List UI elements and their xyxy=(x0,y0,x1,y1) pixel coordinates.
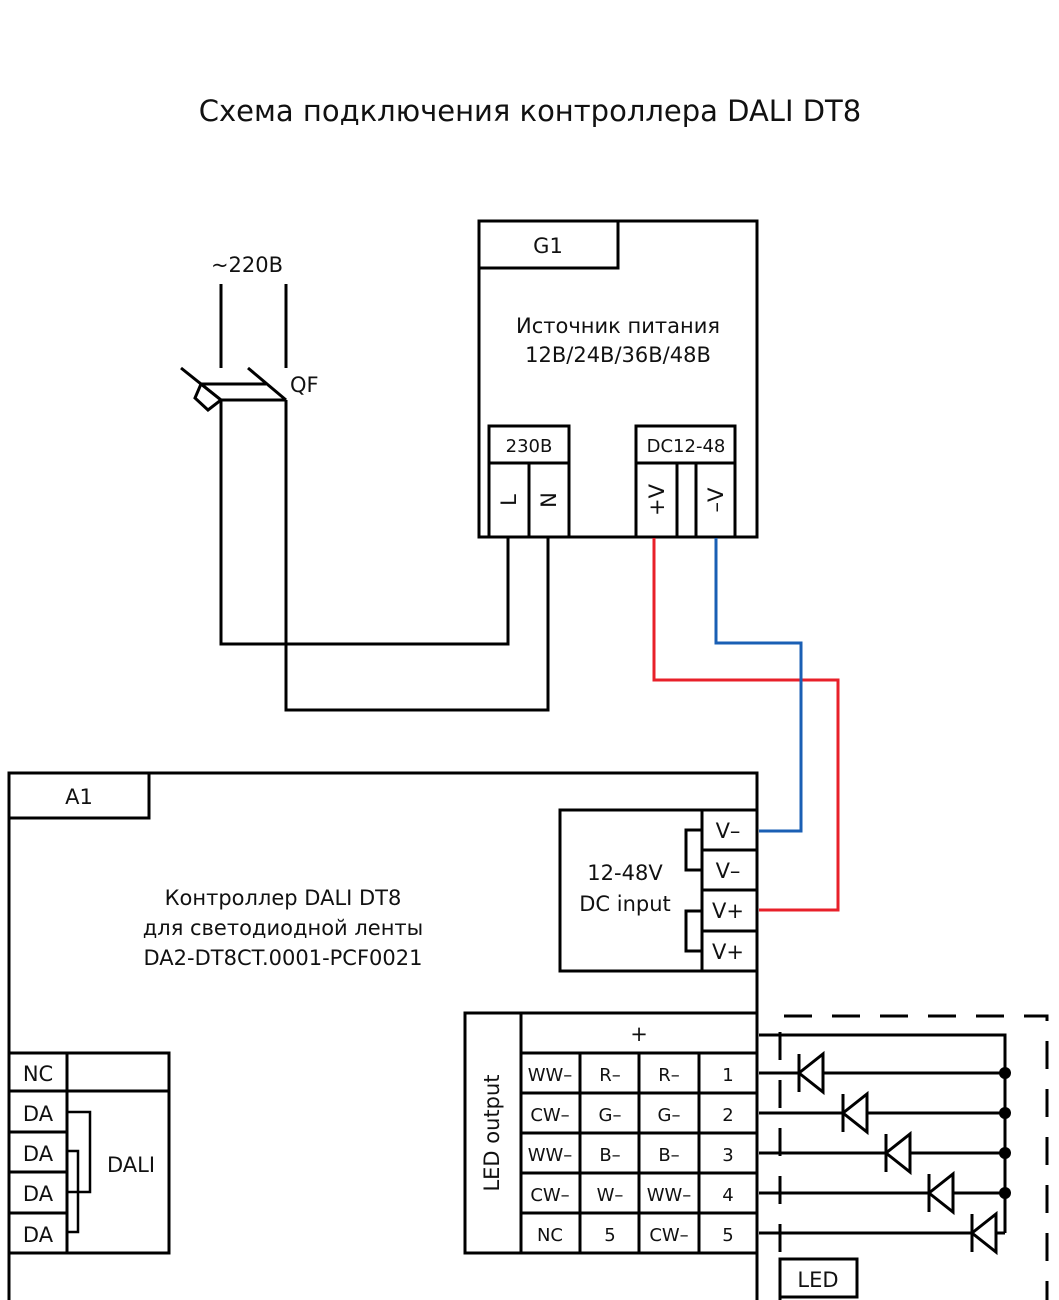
diode-icon xyxy=(840,1090,869,1136)
psu-designator: G1 xyxy=(533,234,563,258)
led-output-cell: CW– xyxy=(530,1185,569,1206)
mains-voltage-label: ~220В xyxy=(211,253,283,277)
dali-label: DALI xyxy=(107,1153,155,1177)
dali-terminal-da-3: DA xyxy=(23,1182,54,1206)
controller-a1: A1 Контроллер DALI DT8 для светодиодной … xyxy=(7,771,759,1300)
psu-ac-block-label: 230В xyxy=(506,436,553,457)
led-output-cell: WW– xyxy=(647,1185,692,1206)
controller-description-line2: для светодиодной ленты xyxy=(143,916,424,940)
dc-input-label-line2: DC input xyxy=(579,892,671,916)
dc-input-terminal-4: V+ xyxy=(712,940,744,964)
dc-input-terminal-3: V+ xyxy=(712,899,744,923)
wire-negative xyxy=(714,538,803,833)
led-load-label: LED xyxy=(797,1268,838,1292)
led-output-cell: 1 xyxy=(722,1065,733,1086)
led-output-cell: 4 xyxy=(722,1185,733,1206)
dc-input-label-line1: 12-48V xyxy=(587,861,663,885)
psu-description-line2: 12В/24В/36В/48В xyxy=(525,343,711,367)
psu-terminal-l: L xyxy=(497,494,521,506)
controller-description-line3: DA2-DT8CT.0001-PCF0021 xyxy=(143,946,422,970)
psu-dc-terminal-block xyxy=(634,424,737,539)
diode-icon xyxy=(926,1170,955,1216)
led-output-cell: B– xyxy=(658,1145,679,1166)
led-output-cell: R– xyxy=(658,1065,680,1086)
led-output-cell: 5 xyxy=(604,1225,615,1246)
led-channel-4 xyxy=(759,1170,1011,1216)
led-output-cell: WW– xyxy=(528,1145,573,1166)
led-load-boundary xyxy=(778,1014,1049,1300)
wire-positive xyxy=(652,538,840,912)
dc-input-terminal-2: V– xyxy=(716,859,741,883)
controller-description-line1: Контроллер DALI DT8 xyxy=(165,886,402,910)
led-channel-2 xyxy=(759,1090,1011,1136)
controller-designator-box xyxy=(7,771,151,820)
led-common-bus xyxy=(759,1033,1007,1233)
led-output-cell: W– xyxy=(597,1185,624,1206)
psu-dc-block-label: DC12-48 xyxy=(647,436,726,457)
led-load: LED xyxy=(759,1014,1049,1300)
led-label-box xyxy=(778,1257,859,1299)
junction-dot xyxy=(999,1067,1011,1079)
led-output-cell: NC xyxy=(537,1225,563,1246)
led-channel-5 xyxy=(759,1210,1005,1256)
led-output-cell: 2 xyxy=(722,1105,733,1126)
dali-terminal-da-2: DA xyxy=(23,1142,54,1166)
diagram-title: Схема подключения контроллера DALI DT8 xyxy=(199,94,861,128)
dali-terminal-da-1: DA xyxy=(23,1102,54,1126)
dali-terminal-nc: NC xyxy=(23,1062,53,1086)
circuit-breaker-qf: QF xyxy=(180,366,319,412)
junction-dot xyxy=(999,1107,1011,1119)
led-output-cell: R– xyxy=(599,1065,621,1086)
led-channel-3 xyxy=(759,1130,1011,1176)
led-output-cell: G– xyxy=(658,1105,681,1126)
wire-n-to-psu xyxy=(284,400,550,712)
led-output-cell: CW– xyxy=(530,1105,569,1126)
led-output-cell: 5 xyxy=(722,1225,733,1246)
junction-dot xyxy=(999,1187,1011,1199)
dc-input-terminal-1: V– xyxy=(716,819,741,843)
breaker-label: QF xyxy=(290,373,319,397)
mains-input: ~220В xyxy=(211,253,288,368)
junction-dot xyxy=(999,1147,1011,1159)
wire-l-to-psu xyxy=(219,400,510,646)
power-supply-g1: G1 Источник питания 12В/24В/36В/48В 230В… xyxy=(477,219,759,539)
led-output-cell: WW– xyxy=(528,1065,573,1086)
diode-icon xyxy=(796,1050,825,1096)
diode-icon xyxy=(883,1130,912,1176)
psu-terminal-plus-v: +V xyxy=(645,483,669,516)
led-channel-1 xyxy=(759,1050,1011,1096)
led-channels xyxy=(759,1050,1011,1256)
psu-description-line1: Источник питания xyxy=(516,314,720,338)
led-output-cell: G– xyxy=(599,1105,622,1126)
led-output-cell: CW– xyxy=(649,1225,688,1246)
diode-icon xyxy=(969,1210,998,1256)
psu-designator-box xyxy=(477,219,620,270)
led-output-label: LED output xyxy=(480,1074,504,1191)
psu-terminal-minus-v: –V xyxy=(704,487,728,513)
breaker-actuator-icon xyxy=(193,381,224,412)
led-output-cell: 3 xyxy=(722,1145,733,1166)
dali-terminal-da-4: DA xyxy=(23,1223,54,1247)
led-output-cell: B– xyxy=(599,1145,620,1166)
controller-designator: A1 xyxy=(65,785,93,809)
breaker-contact-n xyxy=(247,366,287,402)
psu-terminal-n: N xyxy=(537,492,561,508)
dali-jumper-2 xyxy=(67,1149,80,1234)
dc-plus-jumper xyxy=(684,909,702,953)
led-output-common: + xyxy=(630,1022,648,1046)
dc-minus-jumper xyxy=(684,828,702,872)
